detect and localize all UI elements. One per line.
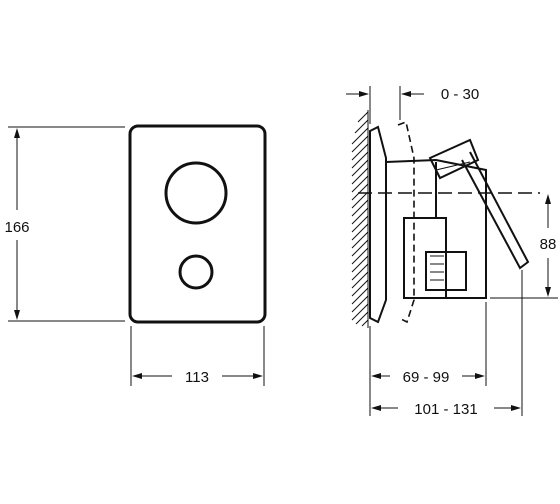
front-view: 166 113 (4, 124, 267, 386)
adjust-label: 0 - 30 (441, 86, 479, 103)
lever (428, 138, 480, 180)
side-view: 0 - 30 88 69 - 99 101 (346, 86, 558, 418)
inner-depth-label: 69 - 99 (403, 369, 450, 386)
front-height-label: 166 (4, 219, 29, 236)
adjust-dimension: 0 - 30 (346, 86, 479, 124)
small-knob (178, 254, 214, 290)
wall-hatching (351, 110, 369, 328)
small-knob-grip (428, 251, 446, 291)
cover-plate (128, 124, 267, 324)
total-depth-label: 101 - 131 (414, 401, 477, 418)
small-knob-side (445, 251, 467, 291)
front-height-dimension: 166 (4, 126, 125, 322)
lever-arm (461, 151, 530, 270)
side-height-label: 88 (540, 236, 557, 253)
front-width-dimension: 113 (130, 326, 265, 386)
plate-adjusted-profile (397, 120, 415, 324)
total-depth-dimension: 101 - 131 (371, 270, 523, 418)
valve-body (385, 158, 487, 299)
large-knob (164, 161, 228, 225)
front-width-label: 113 (185, 369, 209, 386)
plate-profile (369, 125, 387, 324)
inner-depth-dimension: 69 - 99 (369, 302, 487, 416)
side-height-dimension: 88 (490, 194, 558, 299)
